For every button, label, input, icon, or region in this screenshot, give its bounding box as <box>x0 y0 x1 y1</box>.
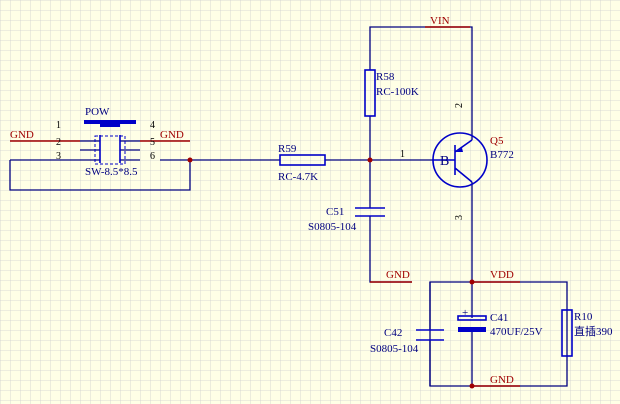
net-label-gnd-bottom: GND <box>490 374 514 386</box>
resistor-r10[interactable] <box>561 309 573 357</box>
c51-ref: C51 <box>326 206 344 218</box>
switch-pin-2: 2 <box>56 137 61 148</box>
switch-pin-6: 6 <box>150 151 155 162</box>
r59-value: RC-4.7K <box>278 171 318 183</box>
net-label-gnd-left: GND <box>10 129 34 141</box>
c41-ref: C41 <box>490 312 508 324</box>
switch-pin-3: 3 <box>56 151 61 162</box>
q5-pin-collector: 2 <box>454 103 465 108</box>
q5-ref: Q5 <box>490 135 504 147</box>
switch-pin-5: 5 <box>150 137 155 148</box>
net-label-vin: VIN <box>430 15 450 27</box>
transistor-q5[interactable] <box>432 132 488 188</box>
junction-dot <box>367 157 373 163</box>
capacitor-c51[interactable] <box>355 207 385 217</box>
r58-ref: R58 <box>376 71 395 83</box>
q5-pin-base: 1 <box>400 149 405 160</box>
c41-value: 470UF/25V <box>490 326 543 338</box>
resistor-r58[interactable] <box>364 69 376 117</box>
c41-polarity: + <box>462 307 468 319</box>
q5-value: B772 <box>490 149 514 161</box>
net-label-gnd-right: GND <box>160 129 184 141</box>
switch-ref: POW <box>85 106 110 118</box>
q5-pin-emitter: 3 <box>454 215 465 220</box>
switch-value: SW-8.5*8.5 <box>85 166 138 178</box>
c42-value: S0805-104 <box>370 343 419 355</box>
r10-value: 直插390 <box>574 324 613 338</box>
r59-ref: R59 <box>278 143 297 155</box>
capacitor-c42[interactable] <box>416 329 444 341</box>
r10-ref: R10 <box>574 311 593 323</box>
net-label-gnd-c51: GND <box>386 269 410 281</box>
switch-pin-4: 4 <box>150 120 155 131</box>
q5-base-letter: B <box>440 154 449 169</box>
wire-vin-rail <box>369 26 473 140</box>
c42-ref: C42 <box>384 327 402 339</box>
wire-switch-loop <box>9 159 191 191</box>
net-label-vdd: VDD <box>490 269 514 281</box>
resistor-r59[interactable] <box>279 154 326 166</box>
junction-dot <box>187 157 193 163</box>
switch-pin-1: 1 <box>56 120 61 131</box>
r58-value: RC-100K <box>376 86 419 98</box>
switch-pow[interactable] <box>80 120 140 165</box>
c51-value: S0805-104 <box>308 221 357 233</box>
capacitor-c41[interactable] <box>457 315 487 332</box>
wires <box>9 26 568 387</box>
